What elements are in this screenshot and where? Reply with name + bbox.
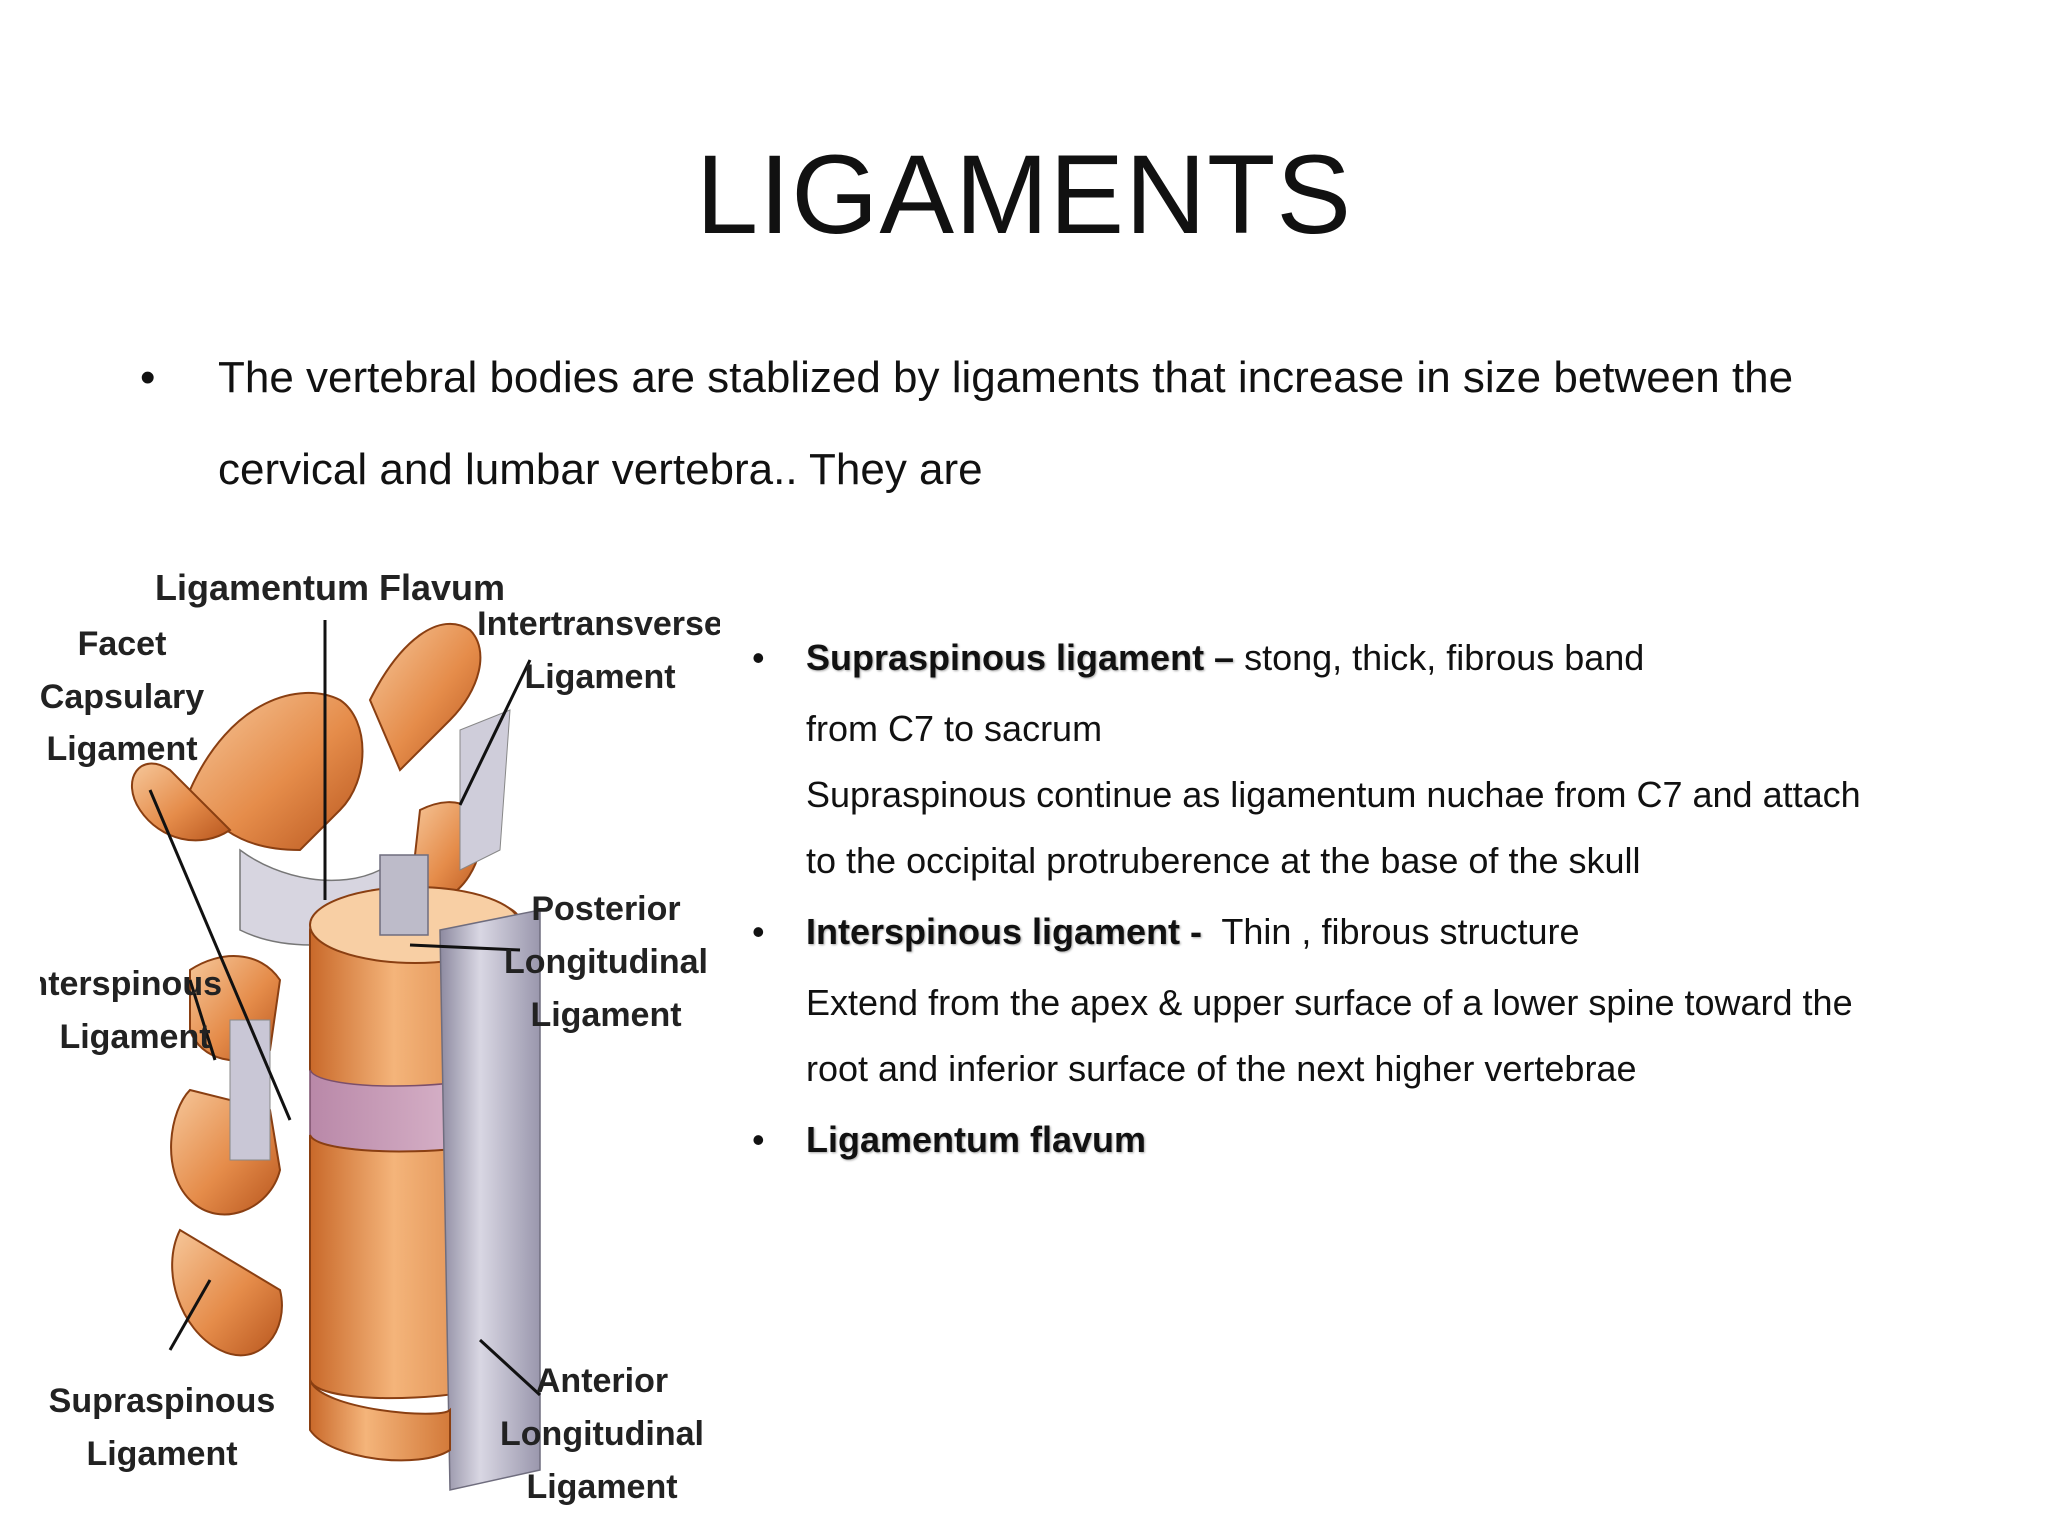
label-anterior-line-2: Longitudinal	[500, 1415, 704, 1453]
item-heading: Ligamentum flavum	[806, 1102, 2012, 1178]
figure-labels: Ligamentum Flavum Facet Capsulary Ligame…	[40, 567, 720, 1506]
label-interspinous-line-1: Interspinous	[40, 965, 222, 1003]
list-item-ligamentum-flavum: • Ligamentum flavum	[752, 1102, 2012, 1178]
label-facet-line-3: Ligament	[46, 730, 197, 768]
list-item-supraspinous: • Supraspinous ligament – stong, thick, …	[752, 620, 2012, 894]
item-heading: Interspinous ligament - Thin , fibrous s…	[806, 894, 2012, 970]
label-intertransverse-line-1: Intertransverse	[477, 605, 720, 643]
item-description: Thin , fibrous structure	[1202, 911, 1580, 952]
bullet-marker: •	[752, 911, 765, 952]
label-facet-line-1: Facet	[78, 625, 167, 663]
label-anterior-line-1: Anterior	[536, 1362, 668, 1400]
vertebral-column	[309, 854, 541, 1491]
label-posterior-line-1: Posterior	[531, 890, 680, 928]
bullet-marker: •	[752, 637, 765, 678]
label-interspinous-line-2: Ligament	[59, 1018, 210, 1056]
label-ligamentum-flavum: Ligamentum Flavum	[155, 567, 505, 608]
label-anterior-line-3: Ligament	[526, 1468, 677, 1506]
item-description: stong, thick, fibrous band	[1234, 637, 1645, 678]
intro-text: The vertebral bodies are stablized by li…	[218, 332, 1938, 516]
spine-ligament-svg: Ligamentum Flavum Facet Capsulary Ligame…	[40, 567, 720, 1506]
item-detail-line: root and inferior surface of the next hi…	[806, 1048, 1637, 1089]
bullet-marker: •	[140, 353, 156, 402]
item-term: Supraspinous ligament –	[806, 637, 1235, 678]
label-intertransverse-line-2: Ligament	[524, 658, 675, 696]
spine-ligament-illustration: Ligamentum Flavum Facet Capsulary Ligame…	[40, 550, 720, 1520]
item-detail-line: Supraspinous continue as ligamentum nuch…	[806, 774, 1861, 815]
item-detail-line: from C7 to sacrum	[806, 708, 1103, 749]
leader-lines	[148, 620, 542, 1397]
ligament-list: • Supraspinous ligament – stong, thick, …	[752, 620, 2012, 1178]
label-supraspinous-line-1: Supraspinous	[49, 1382, 276, 1420]
slide-title: LIGAMENTS	[695, 132, 1353, 257]
label-supraspinous-line-2: Ligament	[86, 1435, 237, 1473]
label-posterior-line-3: Ligament	[530, 996, 681, 1034]
item-detail-line: Extend from the apex & upper surface of …	[806, 982, 1853, 1023]
bullet-marker: •	[752, 1119, 765, 1160]
label-posterior-line-2: Longitudinal	[504, 943, 708, 981]
list-item-interspinous: • Interspinous ligament - Thin , fibrous…	[752, 894, 2012, 1102]
intro-line-1: The vertebral bodies are stablized by li…	[218, 353, 1794, 402]
label-facet-line-2: Capsulary	[40, 678, 204, 716]
item-detail-line: to the occipital protruberence at the ba…	[806, 840, 1641, 881]
item-heading: Supraspinous ligament – stong, thick, fi…	[806, 620, 2012, 696]
item-term: Interspinous ligament -	[806, 911, 1203, 952]
item-term: Ligamentum flavum	[806, 1119, 1147, 1160]
posterior-elements	[130, 622, 511, 1357]
intro-line-2: cervical and lumbar vertebra.. They are	[218, 445, 983, 494]
